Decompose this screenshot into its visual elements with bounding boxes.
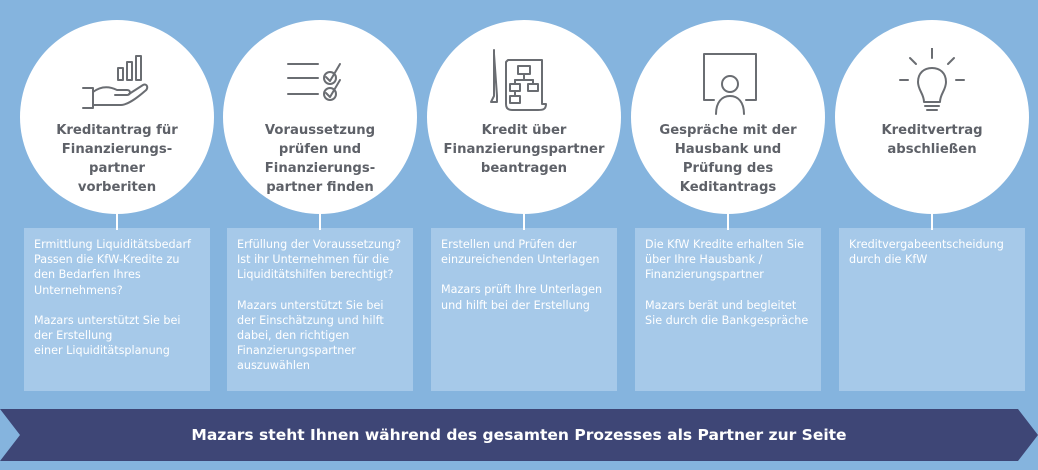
description-paragraph: Erstellen und Prüfen der einzureichenden…	[441, 238, 600, 267]
step-description: Erfüllung der Voraussetzung? Ist ihr Unt…	[227, 228, 413, 391]
step-title: Gespräche mit der Hausbank und Prüfung d…	[659, 123, 797, 195]
step-description: Die KfW Kredite erhalten Sie über Ihre H…	[635, 228, 821, 391]
step-5: Kreditvertrag abschließen Kreditvergabee…	[835, 0, 1029, 470]
step-description: Erstellen und Prüfen der einzureichenden…	[431, 228, 617, 391]
description-paragraph: Kreditvergabeentscheidung durch die KfW	[849, 238, 1004, 267]
step-1: Kreditantrag für Finanzierungs- partner …	[20, 0, 214, 470]
step-2: Voraussetzung prüfen und Finanzierungs- …	[223, 0, 417, 470]
description-paragraph: Mazars unterstützt Sie bei der Einschätz…	[237, 298, 384, 373]
description-paragraph: Erfüllung der Voraussetzung? Ist ihr Unt…	[237, 238, 402, 282]
presenter-icon	[688, 48, 768, 128]
step-title: Kreditvertrag abschließen	[881, 123, 983, 157]
connector-line	[523, 212, 525, 230]
description-paragraph: Ermittlung Liquiditätsbedarf Passen die …	[34, 238, 191, 297]
step-circle: Voraussetzung prüfen und Finanzierungs- …	[223, 20, 417, 214]
lightbulb-icon	[892, 47, 972, 128]
step-title: Kredit über Finanzierungspartner beantra…	[443, 123, 605, 176]
step-circle: Kreditantrag für Finanzierungs- partner …	[20, 20, 214, 214]
step-3: Kredit über Finanzierungspartner beantra…	[427, 0, 621, 470]
banner-arrow: Mazars steht Ihnen während des gesamten …	[0, 409, 1038, 461]
description-paragraph: Mazars prüft Ihre Unterlagen und hilft b…	[441, 283, 603, 312]
banner-text: Mazars steht Ihnen während des gesamten …	[191, 426, 847, 444]
step-4: Gespräche mit der Hausbank und Prüfung d…	[631, 0, 825, 470]
step-title: Kreditantrag für Finanzierungs- partner …	[56, 123, 178, 195]
step-title: Voraussetzung prüfen und Finanzierungs- …	[264, 123, 376, 195]
banner-arrow-shape	[0, 409, 1038, 461]
connector-line	[319, 212, 321, 230]
connector-line	[116, 212, 118, 230]
step-circle: Gespräche mit der Hausbank und Prüfung d…	[631, 20, 825, 214]
step-description: Kreditvergabeentscheidung durch die KfW	[839, 228, 1025, 391]
description-paragraph: Mazars unterstützt Sie bei der Erstellun…	[34, 313, 181, 358]
connector-line	[727, 212, 729, 230]
step-circle: Kreditvertrag abschließen	[835, 20, 1029, 214]
step-description: Ermittlung Liquiditätsbedarf Passen die …	[24, 228, 210, 391]
hand-chart-icon	[77, 48, 157, 128]
description-paragraph: Die KfW Kredite erhalten Sie über Ihre H…	[645, 238, 805, 282]
description-paragraph: Mazars berät und begleitet Sie durch die…	[645, 298, 809, 327]
step-circle: Kredit über Finanzierungspartner beantra…	[427, 20, 621, 214]
connector-line	[931, 212, 933, 230]
document-flowchart-icon	[484, 48, 564, 128]
checklist-icon	[280, 48, 360, 128]
